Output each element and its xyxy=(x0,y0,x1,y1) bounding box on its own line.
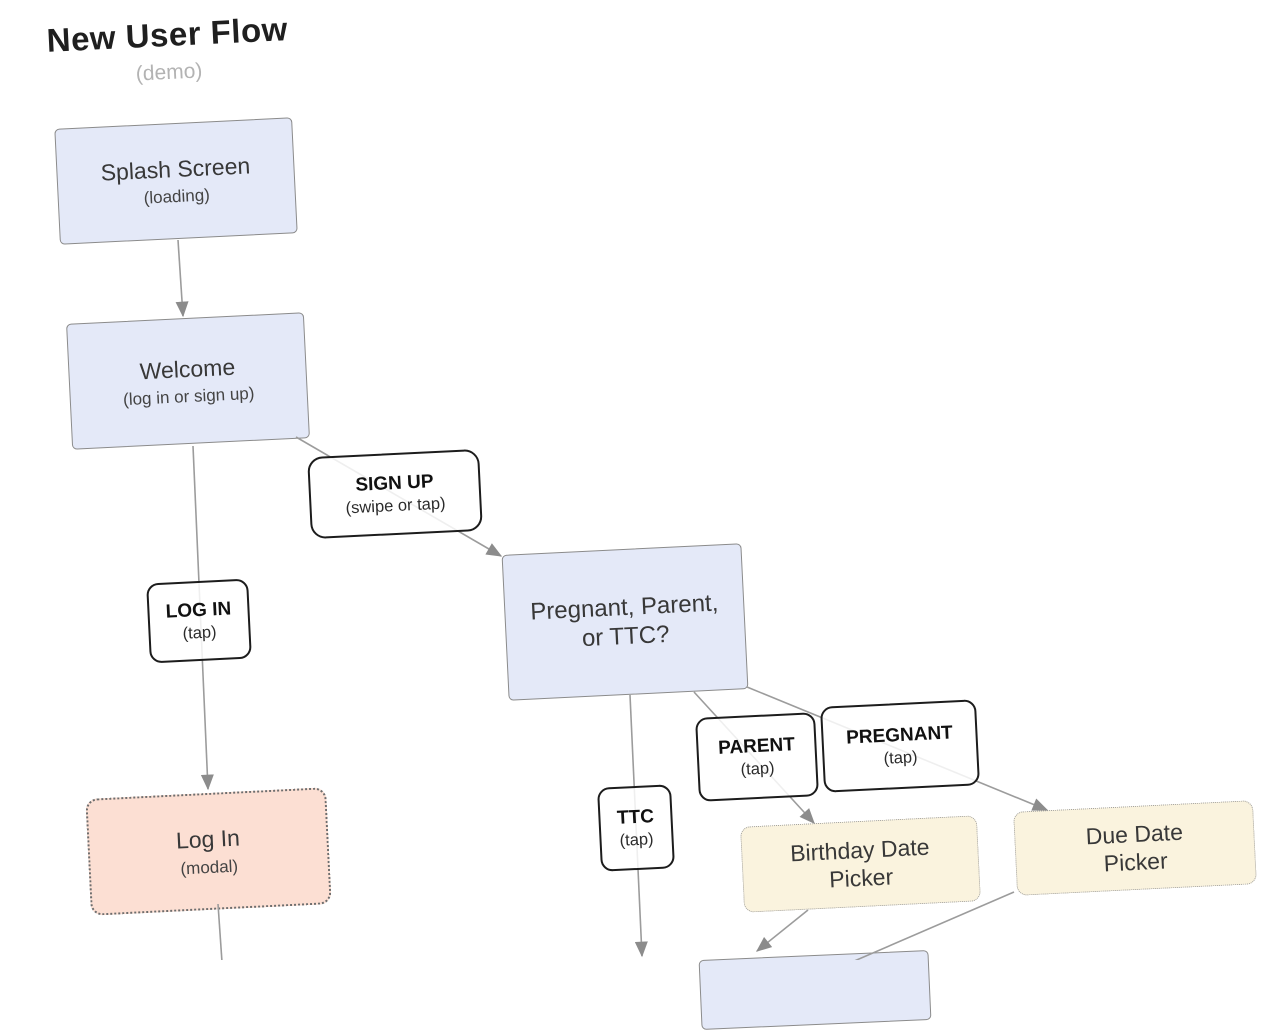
node-login-modal-label: Log In xyxy=(175,824,241,855)
diagram-title-block: New User Flow (demo) xyxy=(16,9,319,93)
edge-label-sign-up-subtext: (swipe or tap) xyxy=(345,494,446,517)
edge-label-parent-subtext: (tap) xyxy=(740,758,775,779)
arrow-birthday-picker-to-next xyxy=(755,909,809,952)
node-birthday-date-picker[interactable]: Birthday Date Picker xyxy=(740,815,981,913)
node-login-modal[interactable]: Log In (modal) xyxy=(85,787,332,916)
edge-label-pregnant[interactable]: PREGNANT (tap) xyxy=(819,699,981,793)
node-decision-label: Pregnant, Parent, or TTC? xyxy=(529,589,719,653)
edge-label-parent-text: PARENT xyxy=(717,733,796,759)
edge-label-ttc-subtext: (tap) xyxy=(619,829,654,850)
page-title: New User Flow xyxy=(45,10,289,59)
edge-label-log-in-text: LOG IN xyxy=(165,597,232,623)
edge-label-pregnant-text: PREGNANT xyxy=(845,721,954,749)
page-subtitle: (demo) xyxy=(135,59,203,86)
node-splash-label: Splash Screen xyxy=(100,152,251,186)
node-birthday-picker-label: Birthday Date Picker xyxy=(789,833,931,893)
node-pregnant-parent-ttc[interactable]: Pregnant, Parent, or TTC? xyxy=(501,543,749,701)
node-due-date-picker[interactable]: Due Date Picker xyxy=(1013,800,1257,896)
node-welcome[interactable]: Welcome (log in or sign up) xyxy=(66,312,310,450)
line-login-modal-to-next xyxy=(217,903,223,960)
arrow-splash-to-welcome xyxy=(175,239,189,318)
edge-label-ttc-text: TTC xyxy=(616,805,655,829)
edge-label-log-in[interactable]: LOG IN (tap) xyxy=(146,578,252,664)
node-due-date-picker-label: Due Date Picker xyxy=(1085,818,1184,877)
node-splash-screen[interactable]: Splash Screen (loading) xyxy=(54,117,298,245)
node-welcome-label: Welcome xyxy=(139,353,236,385)
edge-label-sign-up-text: SIGN UP xyxy=(354,470,434,496)
node-welcome-sublabel: (log in or sign up) xyxy=(122,383,255,410)
edge-label-parent[interactable]: PARENT (tap) xyxy=(695,712,819,802)
edge-label-ttc[interactable]: TTC (tap) xyxy=(596,784,676,872)
node-splash-sublabel: (loading) xyxy=(143,185,211,208)
node-next-screen-partial[interactable] xyxy=(698,950,932,1030)
edge-label-log-in-subtext: (tap) xyxy=(182,622,217,643)
edge-label-pregnant-subtext: (tap) xyxy=(883,747,918,768)
node-login-modal-sublabel: (modal) xyxy=(180,856,239,878)
edge-label-sign-up[interactable]: SIGN UP (swipe or tap) xyxy=(307,448,483,540)
